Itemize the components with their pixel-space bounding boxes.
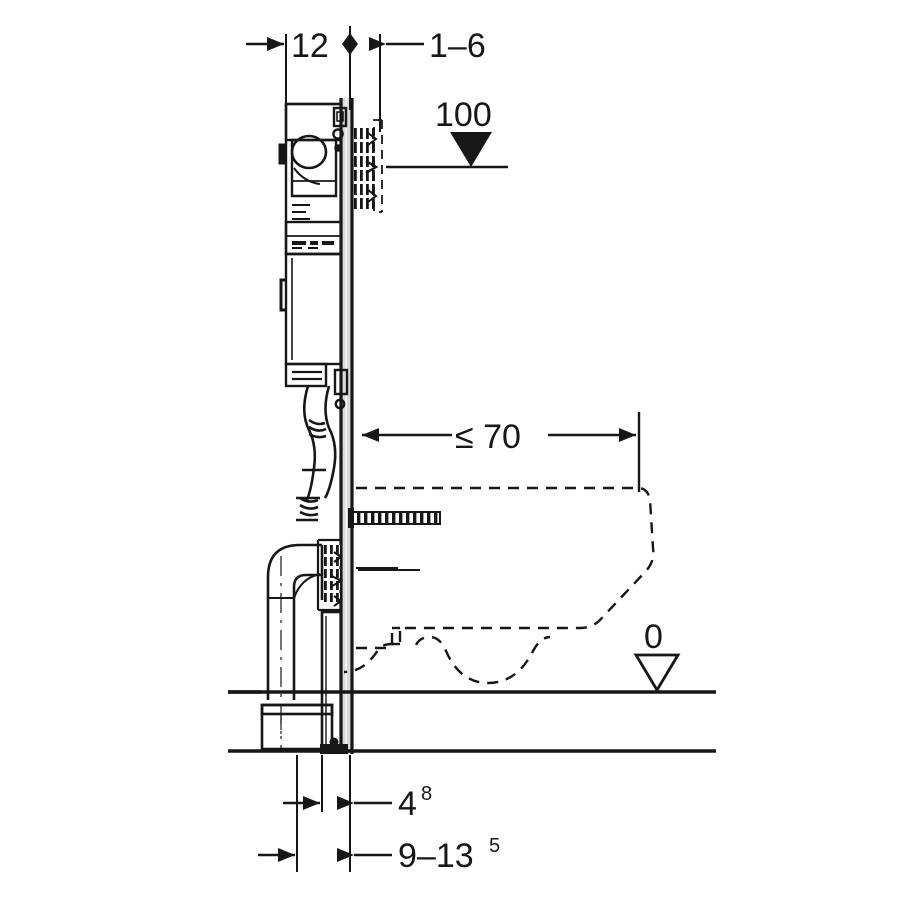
dimension-4-8-label: 4	[398, 785, 417, 823]
dimension-9-13-5-superscript: 5	[489, 835, 500, 857]
extension-lines-bottom	[296, 755, 351, 872]
flush-pipe-bend	[296, 385, 337, 522]
wall-anchor-threaded-rods	[354, 119, 383, 213]
level-marker-100	[386, 132, 508, 169]
wc-bowl-bottom-curve	[414, 635, 551, 685]
centre-axis-diamond-marker	[342, 33, 358, 55]
floor-mounting-bracket	[260, 703, 334, 751]
wall-hung-wc-bowl-outline-dashed	[343, 486, 655, 674]
level-marker-0	[633, 653, 681, 693]
lower-wall-anchor	[316, 538, 344, 612]
dimension-12-label: 12	[291, 27, 329, 65]
dimension-max-70	[362, 412, 641, 492]
concealed-cistern	[278, 102, 343, 256]
actuator-opening	[332, 106, 349, 410]
cistern-mid-band	[284, 220, 343, 256]
wc-mounting-studs	[348, 508, 441, 528]
cistern-main-tank	[279, 252, 343, 388]
dimension-9-13-5-label: 9–13	[398, 837, 474, 875]
waste-water-bend-90	[266, 543, 324, 740]
dimension-max-70-label: ≤ 70	[455, 418, 521, 456]
level-marker-100-label: 100	[435, 96, 492, 134]
level-marker-0-label: 0	[644, 618, 663, 656]
dimension-4-8-superscript: 8	[421, 783, 432, 805]
dimension-1-6-label: 1–6	[429, 27, 486, 65]
